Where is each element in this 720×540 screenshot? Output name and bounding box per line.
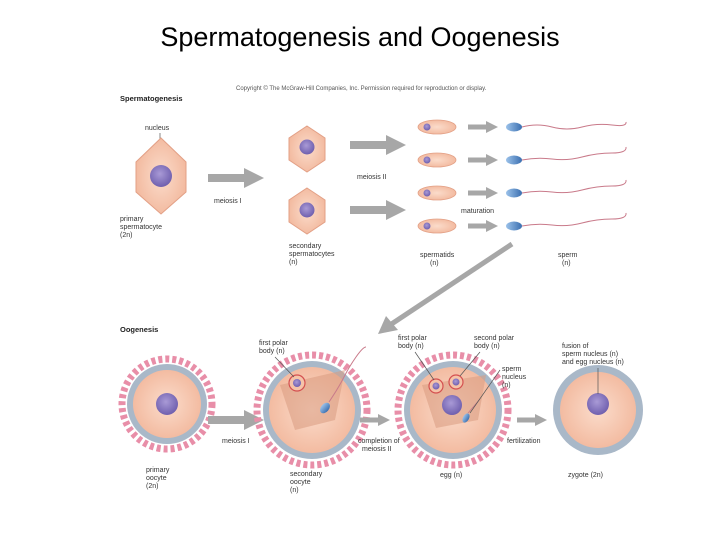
sperm-nucleus-label-2: nucleus [502,374,527,381]
primary-spermatocyte-label-1: primary [120,216,144,223]
copyright-notice: Copyright © The McGraw-Hill Companies, I… [236,85,487,92]
fusion-label-1: fusion of [562,343,589,350]
second-polar-label-2: body (n) [474,343,500,350]
maturation-arrow-2 [468,154,498,166]
slide-title: Spermatogenesis and Oogenesis [160,22,560,52]
spermatogenesis-header: Spermatogenesis [120,94,183,103]
primary-oocyte [118,355,216,453]
spermatid-4 [417,218,457,234]
sperm-to-egg-arrowhead [378,316,398,334]
secondary-spermatocyte-label-1: secondary [289,243,322,250]
fertilization-label: fertilization [507,438,541,445]
first-polar-2-label-1: first polar [398,335,427,342]
meiosis-2-arrow-top [350,135,406,155]
secondary-spermatocyte-nucleus-bottom [299,202,315,218]
sperm-4 [506,212,627,231]
sperm-2 [506,146,627,165]
maturation-arrow-1 [468,121,498,133]
sperm-to-egg-curve [388,241,514,328]
sperm-nucleus-label-3: (n) [502,382,511,389]
secondary-spermatocyte-nucleus-top [299,139,315,155]
first-polar-label-1: first polar [259,340,288,347]
nucleus-label: nucleus [145,125,170,132]
secondary-spermatocyte-label-3: (n) [289,259,298,266]
maturation-label: maturation [461,208,494,215]
first-polar-label-2: body (n) [259,348,285,355]
egg [394,351,512,469]
sperm-1 [506,121,627,132]
first-polar-leader-line [274,356,295,378]
fusion-label-2: sperm nucleus (n) [562,351,618,358]
entering-sperm [320,346,367,414]
meiosis-2-label: meiosis II [357,174,387,181]
primary-oocyte-label-1: primary [146,467,170,474]
meiosis-1-arrow [208,168,264,188]
second-polar-label-1: second polar [474,335,515,342]
sperm-label-2: (n) [562,260,571,267]
zygote-label: zygote (2n) [568,472,603,479]
spermatids-label-2: (n) [430,260,439,267]
fusion-label-3: and egg nucleus (n) [562,359,624,366]
oogenesis-header: Oogenesis [120,325,158,334]
sperm-label-1: sperm [558,252,578,259]
fertilization-arrow [517,414,547,426]
sperm-nucleus-leader-line [469,369,501,414]
maturation-arrow-3 [468,187,498,199]
secondary-oocyte-label-1: secondary [290,471,323,478]
second-polar-body [448,374,464,390]
secondary-oocyte [253,351,371,469]
spermatids-label-1: spermatids [420,252,455,259]
secondary-oocyte-label-3: (n) [290,487,299,494]
spermatid-2 [417,152,457,168]
first-polar-2-label-2: body (n) [398,343,424,350]
oogenesis-meiosis-1-label: meiosis I [222,438,250,445]
egg-label: egg (n) [440,472,462,479]
maturation-arrow-4 [468,220,498,232]
meiosis-2-arrow-bottom [350,200,406,220]
spermatid-1 [417,119,457,135]
completion-label-1: completion of [358,438,400,445]
primary-oocyte-label-3: (2n) [146,483,158,490]
primary-spermatocyte-label-3: (2n) [120,232,132,239]
secondary-oocyte-label-2: oocyte [290,479,311,486]
sperm-3 [506,179,627,198]
second-polar-leader-line [459,351,481,377]
primary-oocyte-label-2: oocyte [146,475,167,482]
primary-spermatocyte-nucleus [150,165,172,187]
secondary-spermatocyte-label-2: spermatocytes [289,251,335,258]
primary-spermatocyte-label-2: spermatocyte [120,224,162,231]
first-polar-body [288,374,306,392]
zygote [553,365,643,455]
spermatid-3 [417,185,457,201]
completion-label-2: meiosis II [362,446,392,453]
first-polar-body-2 [428,378,444,394]
meiosis-1-label: meiosis I [214,198,242,205]
sperm-nucleus-label-1: sperm [502,366,522,373]
first-polar-2-leader-line [414,351,435,381]
